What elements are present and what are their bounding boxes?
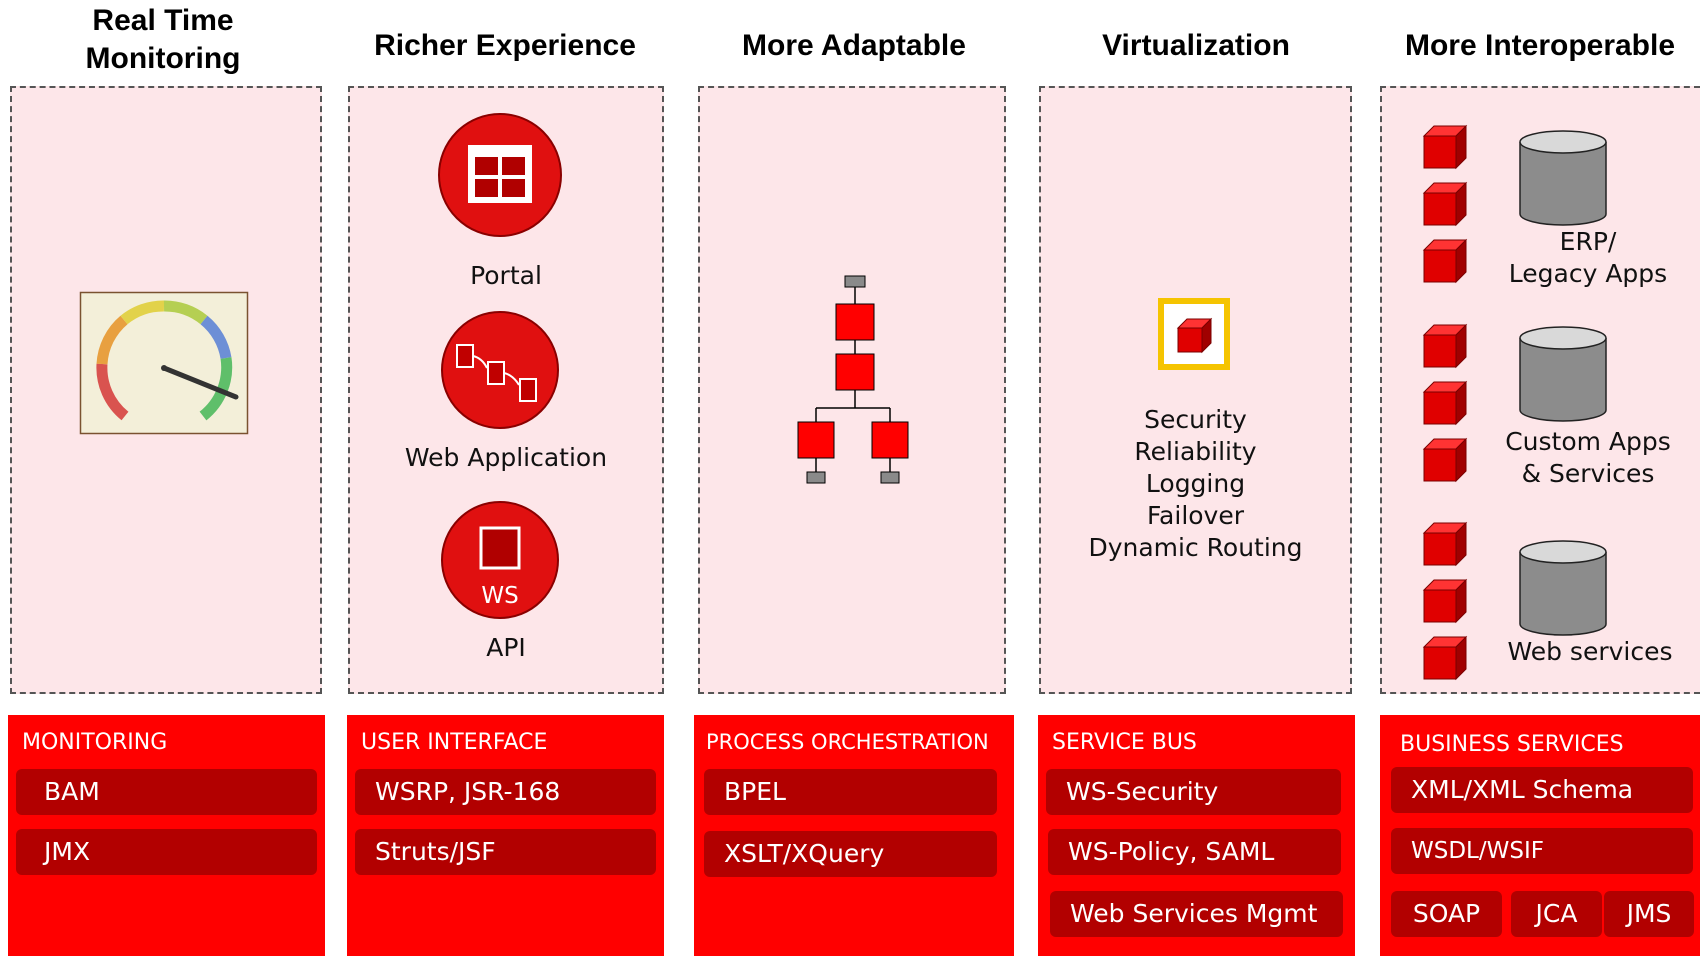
- service-cube-icon: [1158, 298, 1230, 370]
- panel-monitoring: [10, 86, 322, 694]
- custom-apps-line1: Custom Apps: [1505, 427, 1671, 456]
- title-line-1: Real Time: [92, 4, 234, 37]
- process-flow-icon: [797, 275, 909, 484]
- pill-bpel: BPEL: [704, 769, 997, 815]
- feature-failover: Failover: [1146, 501, 1245, 530]
- box-header-business-services: BUSINESS SERVICES: [1400, 732, 1624, 757]
- box-monitoring: MONITORING BAM JMX: [8, 715, 325, 956]
- title-more-adaptable: More Adaptable: [742, 29, 966, 62]
- database-icon-erp: [1519, 130, 1607, 226]
- box-process-orchestration: PROCESS ORCHESTRATION BPEL XSLT/XQuery: [694, 715, 1014, 956]
- web-application-label: Web Application: [404, 443, 608, 472]
- erp-legacy-apps-label: ERP/ Legacy Apps: [1478, 226, 1698, 290]
- pill-struts-jsf: Struts/JSF: [355, 829, 656, 875]
- box-header-user-interface: USER INTERFACE: [361, 730, 548, 755]
- pill-jmx: JMX: [16, 829, 317, 875]
- pill-wsrp: WSRP, JSR-168: [355, 769, 656, 815]
- pill-wsdl-wsif: WSDL/WSIF: [1391, 828, 1693, 874]
- custom-apps-label: Custom Apps & Services: [1478, 426, 1698, 490]
- panel-user-interface: Portal Web Application WS API: [348, 86, 664, 694]
- box-user-interface: USER INTERFACE WSRP, JSR-168 Struts/JSF: [347, 715, 664, 956]
- small-cube-icons: [1423, 125, 1467, 680]
- api-ws-badge: WS: [481, 583, 519, 609]
- box-header-service-bus: SERVICE BUS: [1052, 730, 1197, 755]
- panel-service-bus: Security Reliability Logging Failover Dy…: [1039, 86, 1352, 694]
- title-more-interoperable: More Interoperable: [1404, 29, 1676, 62]
- pill-web-services-mgmt: Web Services Mgmt: [1050, 891, 1343, 937]
- feature-security: Security: [1144, 405, 1247, 434]
- pill-ws-policy-saml: WS-Policy, SAML: [1048, 829, 1341, 875]
- panel-process-orchestration: [698, 86, 1006, 694]
- erp-label-line2: Legacy Apps: [1508, 259, 1668, 288]
- panel-business-services: ERP/ Legacy Apps Custom Apps & Services …: [1380, 86, 1700, 694]
- database-icon-custom-apps: [1519, 326, 1607, 422]
- box-header-monitoring: MONITORING: [22, 730, 168, 755]
- custom-apps-line2: & Services: [1521, 459, 1655, 488]
- portal-icon: [438, 113, 562, 237]
- box-business-services: BUSINESS SERVICES XML/XML Schema WSDL/WS…: [1380, 715, 1700, 956]
- pill-xslt-xquery: XSLT/XQuery: [704, 831, 997, 877]
- erp-label-line1: ERP/: [1559, 227, 1617, 256]
- pill-soap: SOAP: [1391, 891, 1502, 937]
- api-label: API: [486, 633, 526, 662]
- api-ws-icon: [441, 501, 559, 619]
- pill-xml-schema: XML/XML Schema: [1391, 767, 1693, 813]
- title-virtualization: Virtualization: [1102, 29, 1290, 62]
- gauge-icon: [79, 291, 249, 435]
- feature-logging: Logging: [1145, 469, 1246, 498]
- web-application-icon: [441, 311, 559, 429]
- title-real-time-monitoring: Real Time Monitoring: [10, 2, 316, 78]
- feature-reliability: Reliability: [1134, 437, 1257, 466]
- title-richer-experience: Richer Experience: [374, 29, 636, 62]
- virtualization-features: Security Reliability Logging Failover Dy…: [1041, 404, 1350, 564]
- web-services-label: Web services: [1507, 637, 1673, 666]
- title-line-2: Monitoring: [85, 42, 241, 75]
- pill-ws-security: WS-Security: [1046, 769, 1341, 815]
- pill-jms: JMS: [1604, 891, 1694, 937]
- feature-dynamic-routing: Dynamic Routing: [1088, 533, 1303, 562]
- pill-bam: BAM: [16, 769, 317, 815]
- portal-label: Portal: [470, 261, 542, 290]
- pill-jca: JCA: [1511, 891, 1602, 937]
- box-service-bus: SERVICE BUS WS-Security WS-Policy, SAML …: [1038, 715, 1355, 956]
- box-header-process-orchestration: PROCESS ORCHESTRATION: [706, 730, 989, 754]
- database-icon-web-services: [1519, 540, 1607, 636]
